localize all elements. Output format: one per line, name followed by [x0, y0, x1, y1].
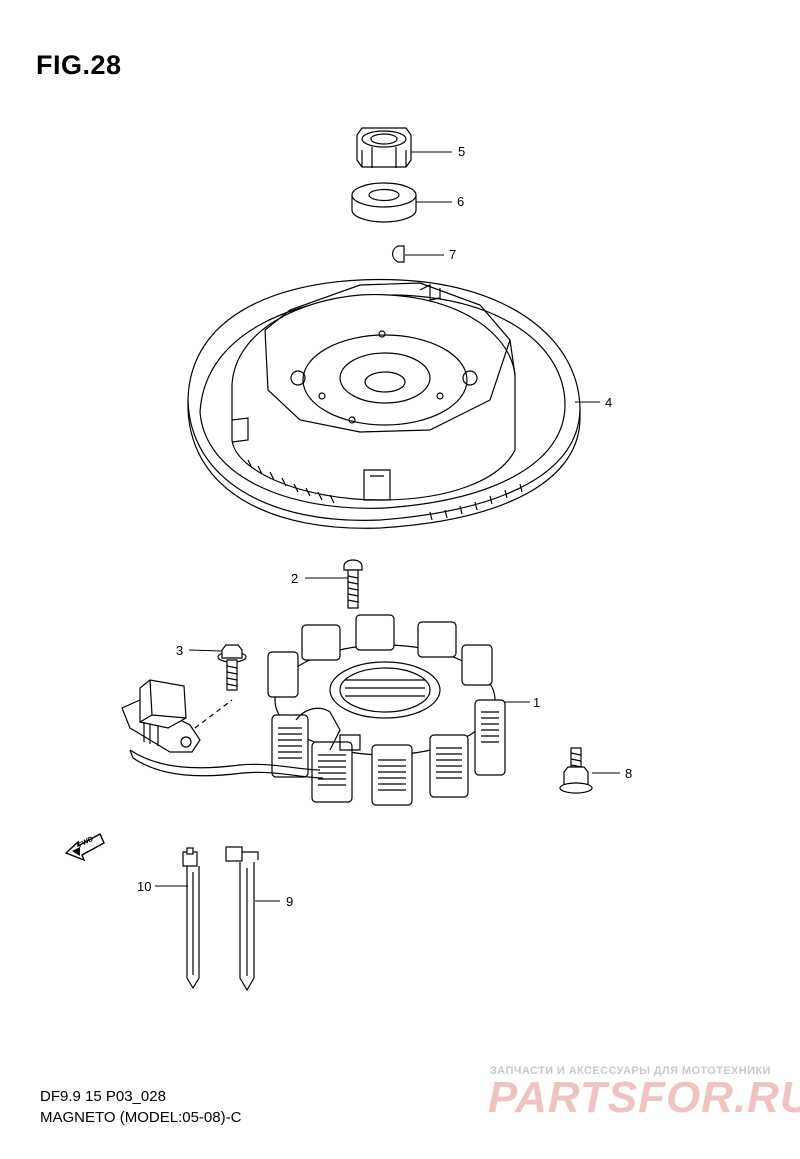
part-9-cable-tie [225, 846, 259, 992]
callout-1: 1 [533, 695, 541, 710]
callout-3: 3 [176, 643, 184, 658]
callout-6: 6 [457, 194, 465, 209]
part-8-bolt [559, 747, 593, 794]
part-7-key [392, 245, 405, 263]
part-3-screw [217, 644, 247, 691]
callout-10: 10 [137, 879, 152, 894]
part-5-nut [356, 127, 412, 168]
part-2-screw [343, 559, 363, 609]
callout-8: 8 [625, 766, 633, 781]
watermark-brand: PARTSFOR.RU [488, 1073, 800, 1122]
fwd-arrow [64, 833, 105, 862]
part-4-flywheel [187, 278, 581, 529]
part-10-cable-tie [182, 847, 200, 990]
part-1-stator [121, 614, 506, 806]
callout-2: 2 [291, 571, 299, 586]
watermark-tagline: ЗАПЧАСТИ И АКСЕССУАРЫ ДЛЯ МОТОТЕХНИКИ [490, 1065, 771, 1077]
callout-7: 7 [449, 247, 457, 262]
callout-5: 5 [458, 144, 466, 159]
part-6-washer [351, 182, 417, 223]
footer-caption: MAGNETO (MODEL:05-08)-C [40, 1109, 242, 1126]
callout-9: 9 [286, 894, 294, 909]
leader-lines [155, 151, 620, 902]
callout-4: 4 [605, 395, 613, 410]
footer-code: DF9.9 15 P03_028 [40, 1088, 166, 1105]
figure-title: FIG.28 [36, 50, 122, 80]
